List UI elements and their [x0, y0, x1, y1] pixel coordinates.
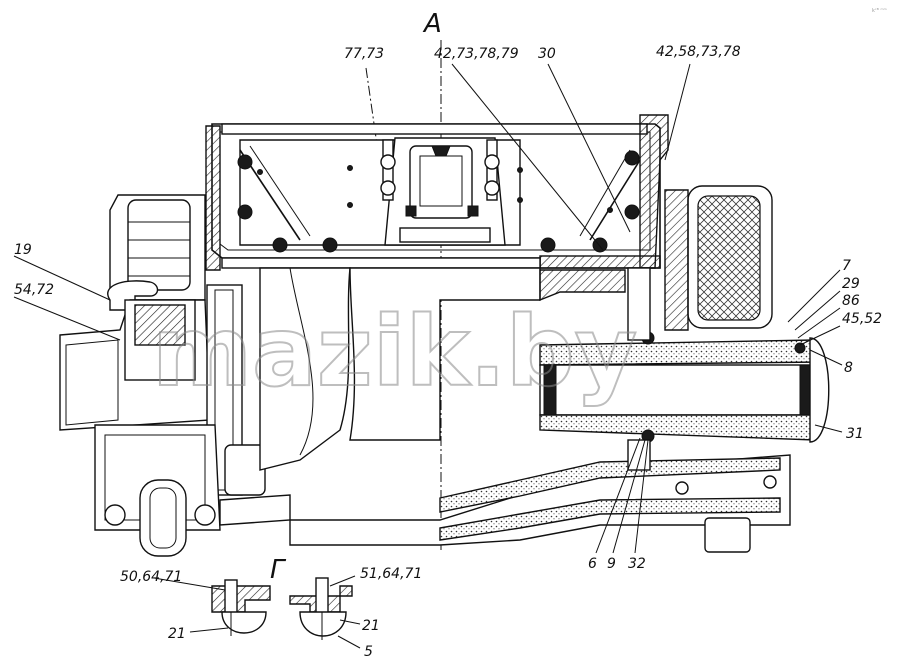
callout-54-72: 54,72: [14, 282, 54, 298]
callout-86: 86: [842, 293, 860, 309]
callout-6: 6: [588, 556, 597, 572]
callout-51-64-71: 51,64,71: [360, 566, 422, 582]
callout-21-left: 21: [168, 626, 186, 642]
view-g-left-detail: [211, 579, 271, 636]
callout-42-58-73-78: 42,58,73,78: [656, 44, 741, 60]
callout-9: 9: [607, 556, 616, 572]
central-housing: [259, 267, 541, 471]
corner-mark: kᶜᴮ ᵐᵐ: [872, 8, 887, 14]
lower-frame-beam: [289, 454, 791, 553]
callout-32: 32: [628, 556, 646, 572]
callout-29: 29: [842, 276, 860, 292]
callout-31: 31: [846, 426, 864, 442]
callout-labels: 77,73 42,73,78,79 30 42,58,73,78 19 54,7…: [14, 44, 882, 660]
callout-5: 5: [364, 644, 373, 660]
view-g-right-detail: [289, 577, 353, 640]
bottom-bolts: [237, 150, 640, 253]
watermark-text: mazik.by: [152, 296, 637, 408]
callout-7: 7: [842, 258, 851, 274]
hanging-bolts: [380, 139, 500, 201]
leader-lines: [13, 63, 843, 649]
callout-30: 30: [538, 46, 556, 62]
callout-8: 8: [844, 360, 853, 376]
callout-45-52: 45,52: [842, 311, 882, 327]
right-side-assembly: [539, 185, 830, 471]
left-side-assembly: [59, 194, 291, 557]
top-frame-assembly: [205, 114, 669, 271]
callout-50-64-71: 50,64,71: [120, 569, 182, 585]
callout-19: 19: [14, 242, 32, 258]
view-label-a: А: [422, 9, 442, 39]
callout-21-right: 21: [362, 618, 380, 634]
callout-42-73-78-79: 42,73,78,79: [434, 46, 519, 62]
view-label-g: Г: [270, 555, 287, 585]
callout-77-73: 77,73: [344, 46, 384, 62]
